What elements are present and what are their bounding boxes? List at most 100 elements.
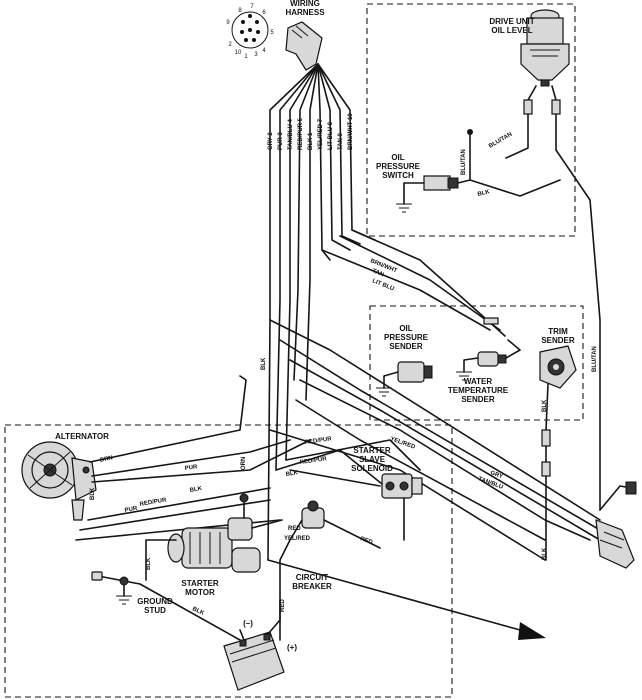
pin-7: 7 — [250, 4, 254, 10]
continuation-arrow — [518, 622, 546, 640]
ground-to-battery-wire — [139, 583, 241, 641]
oil-pressure-switch — [396, 175, 459, 213]
ring-terminal — [467, 129, 473, 135]
wire-label-blu-tan-3: BLU/TAN — [592, 346, 598, 372]
alternator-wires — [75, 375, 311, 541]
wire-label-red-pur-mid: RED/PUR — [304, 436, 332, 446]
wire-label-red-pur-sol: RED/PUR — [299, 456, 327, 466]
pin-9: 9 — [226, 20, 230, 26]
oil-pressure-switch-label-1: OIL — [391, 153, 404, 162]
ground-stud — [91, 571, 141, 605]
pin-6: 6 — [262, 10, 266, 16]
wire-tan-9: TAN 9 — [338, 132, 344, 150]
sender-box — [369, 305, 584, 421]
wire-label-red-cb-right: RED — [359, 536, 374, 546]
battery-positive-label: (+) — [287, 643, 297, 652]
water-temp-label-1: WATER — [464, 377, 493, 386]
trim-sender-label-2: SENDER — [541, 336, 575, 345]
wire-label-orn-alt: ORN — [99, 455, 113, 464]
drive-unit-oil-reservoir — [520, 9, 570, 87]
wire-yel-red-7: YEL/RED 7 — [318, 118, 324, 150]
wire-label-blu-tan-1: BLU/TAN — [488, 132, 513, 150]
starter-slave-solenoid — [381, 473, 423, 541]
battery-negative-label: (–) — [243, 619, 253, 628]
starter-motor — [167, 493, 283, 573]
wiring-harness-label-2: HARNESS — [285, 8, 325, 17]
drive-unit-leads — [505, 85, 561, 159]
circuit-breaker — [279, 500, 381, 641]
wire-lit-blu-8: LIT BLU 8 — [328, 121, 334, 150]
wire-label-blk-alt-side: BLK — [90, 487, 96, 500]
wire-label-gry: GRY — [489, 470, 503, 480]
wire-tan-blu-4: TAN/BLU 4 — [288, 118, 294, 150]
wiring-harness-connector: 8 7 6 9 5 2 10 1 3 4 — [226, 4, 274, 60]
starter-motor-label-1: STARTER — [181, 579, 218, 588]
oil-pressure-sender-label-1: OIL — [399, 324, 412, 333]
oil-pressure-sender — [376, 361, 433, 397]
wire-label-red-cb: RED — [288, 526, 301, 532]
wire-label-orn-vertical: ORN — [241, 457, 247, 470]
ground-stud-label-2: STUD — [144, 606, 166, 615]
oil-pressure-switch-label-3: SWITCH — [382, 171, 414, 180]
oil-pressure-switch-label-2: PRESSURE — [376, 162, 421, 171]
wire-gry-2: GRY 2 — [268, 132, 274, 150]
wire-label-lit-blu: LIT BLU — [371, 278, 395, 292]
wire-label-blk-sol: BLK — [285, 470, 299, 478]
battery — [223, 599, 285, 691]
wire-label-blu-tan-2: BLU/TAN — [461, 149, 467, 175]
oil-pressure-sender-label-2: PRESSURE — [384, 333, 429, 342]
water-temp-label-2: TEMPERATURE — [448, 386, 509, 395]
wire-label-blk-right: BLK — [542, 547, 548, 560]
drive-unit-label-1: DRIVE UNIT — [489, 17, 534, 26]
wire-label-blk-switch: BLK — [477, 189, 491, 198]
pin-5: 5 — [270, 30, 274, 36]
switch-blk-wire — [469, 179, 561, 197]
wire-label-pur-alt: PUR — [184, 464, 198, 472]
wire-pur-3: PUR 3 — [278, 132, 284, 150]
trim-connector — [541, 461, 551, 477]
ground-stud-label-1: GROUND — [137, 597, 173, 606]
pin-10: 10 — [235, 50, 242, 56]
trim-sender — [539, 345, 577, 447]
wire-label-blk-alt: BLK — [189, 486, 203, 494]
wire-label-blk-starter: BLK — [146, 557, 152, 570]
drive-to-trim-wire — [555, 149, 601, 511]
solenoid-label-2: SLAVE — [359, 455, 386, 464]
pin-4: 4 — [262, 48, 266, 54]
alternator-label: ALTERNATOR — [55, 432, 109, 441]
water-temperature-sender — [456, 317, 521, 381]
wiring-harness-label-1: WIRING — [290, 0, 320, 8]
wire-label-blk-harness: BLK — [261, 357, 267, 370]
wire-blk-1: BLK 1 — [308, 132, 314, 150]
wire-label-blk-trim: BLK — [542, 399, 548, 412]
oil-pressure-sender-label-3: SENDER — [389, 342, 423, 351]
wire-brn-wht-10: BRN/WHT 10 — [348, 113, 354, 150]
trim-pump-plug — [595, 481, 637, 569]
mid-wires — [275, 439, 421, 487]
diagonal-wire-bundle — [267, 229, 601, 631]
trim-sender-label-1: TRIM — [548, 327, 568, 336]
solenoid-label-3: SOLENOID — [351, 464, 393, 473]
wire-label-red-pur-alt: RED/PUR — [139, 497, 167, 508]
wire-label-red-battery: RED — [280, 599, 286, 612]
circuit-breaker-label-2: BREAKER — [292, 582, 332, 591]
starter-blk-wire — [145, 539, 177, 581]
pin-8: 8 — [238, 8, 242, 14]
alternator — [21, 441, 97, 521]
wire-label-pur-lower: PUR — [124, 506, 138, 514]
wire-label-yel-red-starter: YEL/RED — [284, 536, 311, 542]
drive-unit-box — [366, 3, 576, 237]
wire-label-blk-ground: BLK — [191, 606, 205, 617]
wire-label-tan: TAN — [371, 268, 384, 278]
pin-1: 1 — [244, 54, 248, 60]
pin-3: 3 — [254, 52, 258, 58]
harness-plug — [285, 21, 323, 71]
starter-motor-label-2: MOTOR — [185, 588, 215, 597]
drive-unit-label-2: OIL LEVEL — [491, 26, 532, 35]
circuit-breaker-label-1: CIRCUIT — [296, 573, 329, 582]
wire-red-pur-5: RED/PUR 5 — [298, 117, 304, 150]
water-temp-label-3: SENDER — [461, 395, 495, 404]
solenoid-label-1: STARTER — [353, 446, 390, 455]
pin-2: 2 — [228, 42, 232, 48]
